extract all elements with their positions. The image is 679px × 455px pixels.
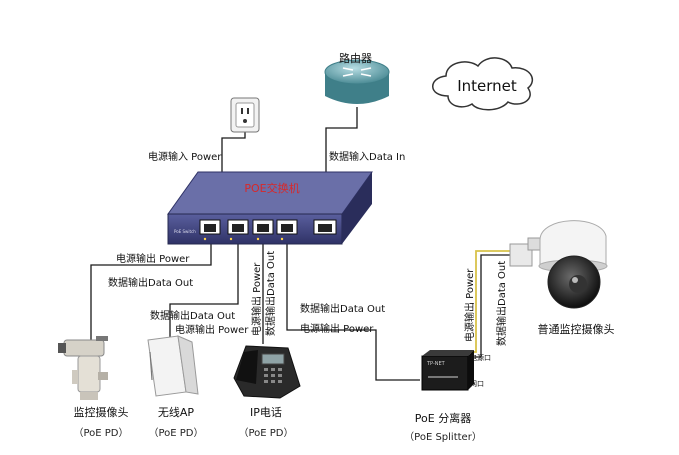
switch-model-text: PoE Switch <box>174 229 196 234</box>
splitter-power-port-label: 电源口 <box>470 354 491 362</box>
switch-port-1 <box>199 219 221 235</box>
dome-data-out-label: 数据输出Data Out <box>497 260 508 346</box>
splitter-name: PoE 分离器 <box>414 412 472 425</box>
phone-data-out-label: 数据输出Data Out <box>266 250 277 336</box>
dome-camera-name: 普通监控摄像头 <box>537 323 615 336</box>
switch-port-3 <box>252 219 274 235</box>
ptz-camera-icon <box>58 336 108 400</box>
camera-power-out-label: 电源输出 Power <box>116 254 190 265</box>
dome-power-out-label: 电源输出 Power <box>465 268 476 342</box>
camera-sub: （PoE PD） <box>73 428 129 439</box>
dome-camera-icon <box>509 220 608 309</box>
poe-switch <box>167 171 373 245</box>
ap-data-out-label: 数据输出Data Out <box>150 311 236 322</box>
switch-port-4 <box>276 219 298 235</box>
ap-sub: （PoE PD） <box>148 428 204 439</box>
splitter-data-out-label: 数据输出Data Out <box>300 304 386 315</box>
switch-port-2 <box>227 219 249 235</box>
internet-cloud-icon <box>432 57 533 111</box>
phone-power-out-label: 电源输出 Power <box>252 262 263 336</box>
power-in-label: 电源输入 Power <box>148 152 222 163</box>
power-outlet-icon <box>230 97 260 133</box>
phone-sub: （PoE PD） <box>238 428 294 439</box>
poe-splitter-icon <box>421 350 474 391</box>
ap-name: 无线AP <box>157 406 195 419</box>
router-icon <box>324 59 390 104</box>
ap-power-out-label: 电源输出 Power <box>175 325 249 336</box>
camera-cable <box>90 242 212 348</box>
data-in-cable <box>325 107 358 214</box>
switch-title-text: POE交换机 <box>244 181 299 195</box>
wireless-ap-icon <box>147 335 199 397</box>
phone-name: IP电话 <box>250 406 282 419</box>
splitter-sub: （PoE Splitter） <box>404 432 482 443</box>
power-in-cable <box>221 130 246 172</box>
internet-label: Internet <box>457 77 517 95</box>
ip-phone-icon <box>233 345 301 399</box>
data-in-label: 数据输入Data In <box>329 152 406 163</box>
switch-uplink-port <box>313 219 337 235</box>
camera-data-out-label: 数据输出Data Out <box>108 278 194 289</box>
router-label: 路由器 <box>339 52 372 65</box>
splitter-brand: TP-NET <box>426 361 446 367</box>
camera-name: 监控摄像头 <box>73 406 129 419</box>
splitter-data-out-cable <box>468 254 514 358</box>
cables <box>90 107 514 381</box>
splitter-cable <box>286 242 420 381</box>
splitter-net-port-label: 网口 <box>470 380 484 388</box>
splitter-power-out-label: 电源输出 Power <box>300 324 374 335</box>
ap-cable <box>169 242 239 337</box>
